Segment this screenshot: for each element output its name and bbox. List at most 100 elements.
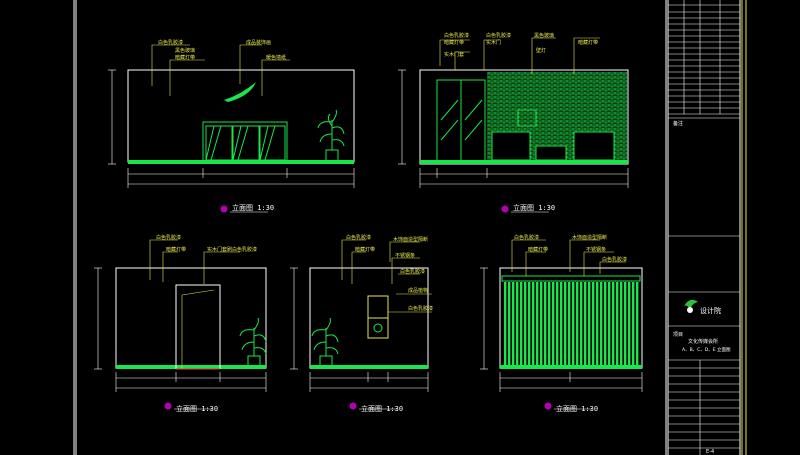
- logo-text: 设计院: [700, 306, 721, 315]
- view-e-note-3: 木饰面造型隔断: [572, 234, 607, 241]
- view-d-note-2: 暗藏灯带: [355, 246, 375, 253]
- slat: [584, 282, 587, 366]
- title-block: 备注 设计院 项目 文化传媒会所 A、B、C、D、E 立面图 E-4: [667, 0, 747, 455]
- slat: [532, 282, 535, 366]
- view-a-note-2: 黑色玻璃: [175, 47, 195, 54]
- dimension-lines: [290, 267, 429, 392]
- elevation-view-d: 白色乳胶漆 暗藏灯带 木饰面造型隔断 不锈钢条 白色乳胶漆 成品植物 白色乳胶漆…: [290, 234, 433, 413]
- slat-header: [501, 275, 641, 282]
- slat: [572, 282, 575, 366]
- slat: [588, 282, 591, 366]
- leader-lines: [341, 239, 432, 313]
- slat: [540, 282, 543, 366]
- drawing-name-line2: A、B、C、D、E 立面图: [682, 346, 731, 353]
- sheet-number: E-4: [706, 449, 714, 455]
- view-c-title-marker: 立面图 1:30: [164, 402, 218, 413]
- view-a-note-5: 暖色墙纸: [266, 54, 286, 61]
- view-b-title: 立面图 1:30: [513, 203, 555, 212]
- leader-lines: [439, 37, 600, 74]
- slat: [516, 282, 519, 366]
- view-a-title: 立面图 1:30: [232, 203, 274, 212]
- view-b-note-3: 实木门套: [444, 51, 464, 58]
- view-d-note-6: 成品植物: [408, 287, 428, 294]
- elevation-view-a: 白色乳胶漆 黑色玻璃 暗藏灯带 成品装饰画 暖色墙纸 立面图 1:30: [108, 39, 355, 213]
- potted-plant: [239, 317, 267, 369]
- leader-lines: [149, 239, 240, 284]
- dimension-lines: [398, 69, 629, 188]
- slat: [556, 282, 559, 366]
- slat: [508, 282, 511, 366]
- revision-table: [668, 0, 740, 455]
- logo-icon: [224, 82, 256, 102]
- slat: [596, 282, 599, 366]
- slat: [616, 282, 619, 366]
- view-c-note-2: 暗藏灯带: [166, 246, 186, 253]
- slat: [536, 282, 539, 366]
- view-e-title: 立面图 1:30: [556, 404, 598, 413]
- view-c-note-1: 白色乳胶漆: [156, 234, 181, 241]
- slat: [564, 282, 567, 366]
- view-b-note-5: 实木门: [486, 39, 501, 46]
- wall-niche: [367, 295, 389, 339]
- view-d-title-marker: 立面图 1:30: [349, 402, 403, 413]
- view-b-note-4: 白色乳胶漆: [486, 32, 511, 39]
- slat: [608, 282, 611, 366]
- view-b-title-marker: 立面图 1:30: [501, 203, 555, 213]
- slat: [604, 282, 607, 366]
- slat: [636, 282, 639, 366]
- view-b-note-1: 白色乳胶漆: [444, 32, 469, 39]
- view-d-note-5: 白色乳胶漆: [400, 268, 425, 275]
- slat: [600, 282, 603, 366]
- view-d-note-1: 白色乳胶漆: [346, 234, 371, 241]
- view-d-note-7: 白色乳胶漆: [408, 305, 433, 312]
- slat: [612, 282, 615, 366]
- slat: [512, 282, 515, 366]
- view-b-note-8: 暗藏灯带: [578, 39, 598, 46]
- view-d-note-3: 木饰面造型隔断: [393, 236, 428, 243]
- potted-plant: [311, 317, 339, 369]
- glass-door: [436, 79, 486, 163]
- view-e-note-2: 暗藏灯带: [528, 246, 548, 253]
- slat: [632, 282, 635, 366]
- slat: [504, 282, 507, 366]
- view-b-note-2: 暗藏灯带: [444, 39, 464, 46]
- view-c-title: 立面图 1:30: [176, 404, 218, 413]
- slat: [544, 282, 547, 366]
- view-e-note-1: 白色乳胶漆: [514, 234, 539, 241]
- view-b-note-6: 壁灯: [536, 47, 546, 54]
- dimension-lines: [108, 69, 355, 188]
- elevation-view-b: 白色乳胶漆 暗藏灯带 实木门套 白色乳胶漆 实木门 壁灯 黑色玻璃 暗藏灯带 立…: [398, 32, 629, 213]
- elevation-view-e: 白色乳胶漆 暗藏灯带 木饰面造型隔断 不锈钢条 白色乳胶漆 立面图 1:30: [480, 234, 643, 413]
- potted-plant: [317, 109, 345, 163]
- elevation-view-c: 白色乳胶漆 暗藏灯带 实木门套刷白色乳胶漆 立面图 1:30: [94, 234, 267, 413]
- view-a-note-3: 暗藏灯带: [175, 54, 195, 61]
- slat: [520, 282, 523, 366]
- leader-lines: [511, 239, 626, 276]
- dimension-lines: [94, 267, 267, 392]
- company-logo: 设计院: [684, 299, 721, 315]
- sofa: [491, 109, 615, 161]
- slat: [560, 282, 563, 366]
- view-e-note-5: 白色乳胶漆: [602, 256, 627, 263]
- leader-lines: [151, 44, 290, 96]
- reception-desk: [202, 121, 288, 163]
- view-c-note-3: 实木门套刷白色乳胶漆: [207, 246, 257, 253]
- view-d-note-4: 不锈钢条: [395, 252, 415, 259]
- slat: [552, 282, 555, 366]
- drawing-name-line1: 文化传媒会所: [688, 338, 718, 345]
- slat: [592, 282, 595, 366]
- view-d-title: 立面图 1:30: [361, 404, 403, 413]
- door-opening: [175, 284, 221, 370]
- view-a-note-4: 成品装饰画: [246, 39, 271, 46]
- slat: [528, 282, 531, 366]
- view-a-title-marker: 立面图 1:30: [220, 203, 274, 213]
- view-b-note-7: 黑色玻璃: [534, 32, 554, 39]
- view-e-title-marker: 立面图 1:30: [544, 402, 598, 413]
- dimension-lines: [480, 267, 643, 392]
- slat: [548, 282, 551, 366]
- slat: [624, 282, 627, 366]
- slat: [576, 282, 579, 366]
- view-a-note-1: 白色乳胶漆: [158, 39, 183, 46]
- slat-wall: [501, 275, 641, 366]
